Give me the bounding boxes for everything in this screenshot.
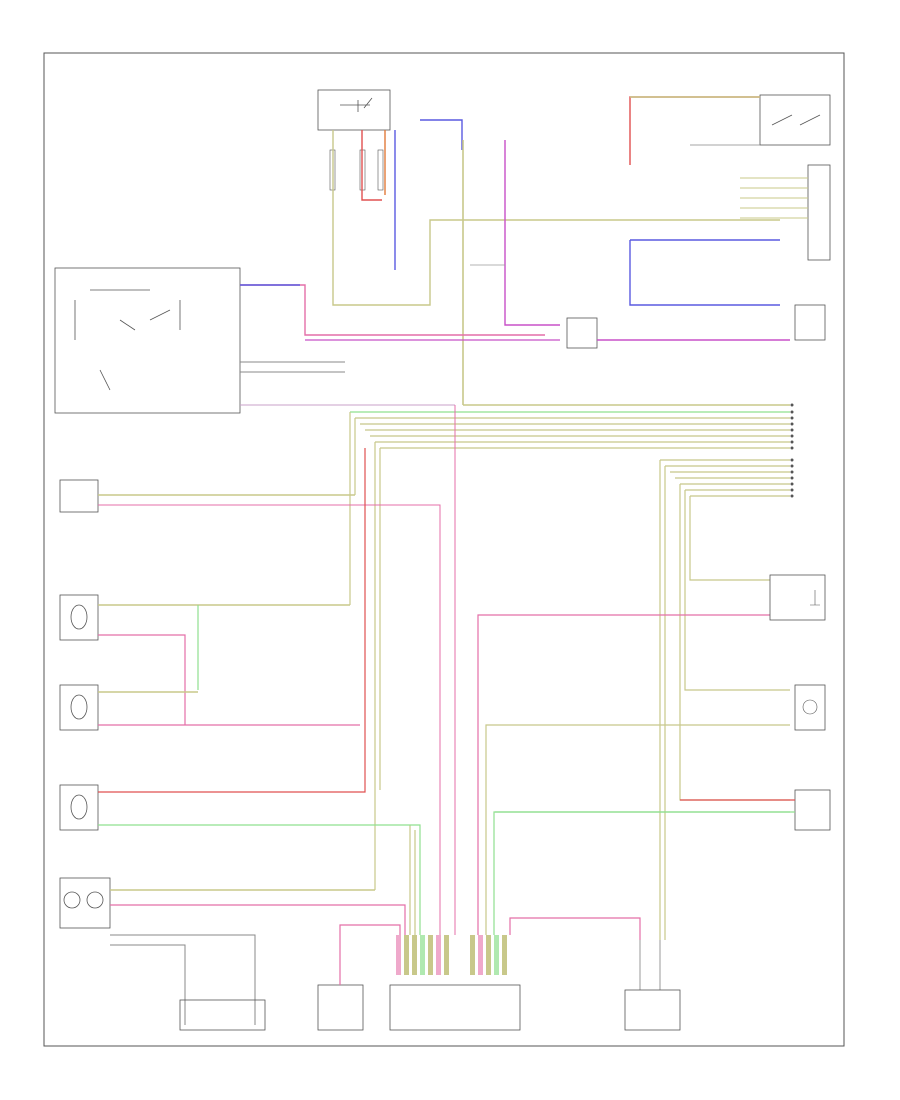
light-switch-group: [759, 94, 831, 261]
ignition-switch-box: [179, 999, 266, 1031]
wire-pink-fb2: [509, 917, 641, 940]
wire-magenta-center: [504, 140, 560, 326]
tail-light-box: [794, 684, 826, 731]
instrument-cluster-box: [54, 267, 241, 414]
selector-lever-box: [59, 784, 99, 831]
fuse-block-box: [389, 984, 521, 1031]
wire-green-fb: [493, 811, 790, 935]
fuse-relay-group: [317, 89, 391, 191]
rain-sensor-box: [317, 984, 364, 1031]
wire-yellow-fb: [485, 724, 790, 935]
fuse-block-pins: [396, 935, 507, 975]
wire-bus-right-vert: [659, 460, 790, 940]
wire-blue-relay: [394, 119, 463, 270]
light-switch-box: [759, 94, 831, 146]
bus-connector-pins: [790, 403, 794, 498]
wire-pink-rsh: [98, 634, 186, 725]
diagram-frame: [43, 52, 845, 1047]
right-seat-heater-box: [59, 594, 99, 641]
wire-pink-comb: [110, 904, 406, 935]
wire-multi-lightsw: [740, 177, 808, 219]
steering-switch-box: [566, 317, 598, 349]
climate-control-box: [59, 479, 99, 513]
wire-green-sel: [98, 824, 421, 935]
wire-pink-ic: [240, 284, 545, 336]
rain-sensor-right-box: [769, 574, 826, 621]
wire-red-relay: [361, 130, 382, 201]
wire-yellow-relay-1: [332, 130, 780, 306]
wire-pink-rain: [339, 924, 401, 985]
wire-red-lightsw: [629, 96, 760, 165]
hazard-switch-box: [794, 789, 831, 831]
instrument-cluster-group: [54, 267, 241, 414]
wire-pink-ccu: [98, 504, 441, 935]
fuse-relay-box: [317, 89, 391, 131]
wiper-unit-box: [624, 989, 681, 1031]
left-seat-heater-box: [59, 684, 99, 731]
combination-switch-box: [59, 877, 111, 929]
wire-gray-ic: [240, 361, 345, 373]
wire-gray-comb: [110, 934, 256, 1025]
wire-trunk-bundle: [349, 412, 416, 935]
tail-light-top-box: [794, 304, 826, 341]
wire-pink-fb: [477, 614, 770, 935]
main-bus: [350, 404, 790, 449]
wire-bus-right: [660, 459, 790, 497]
wire-blue-lightsw: [629, 239, 780, 306]
wire-red-sel: [98, 448, 366, 793]
